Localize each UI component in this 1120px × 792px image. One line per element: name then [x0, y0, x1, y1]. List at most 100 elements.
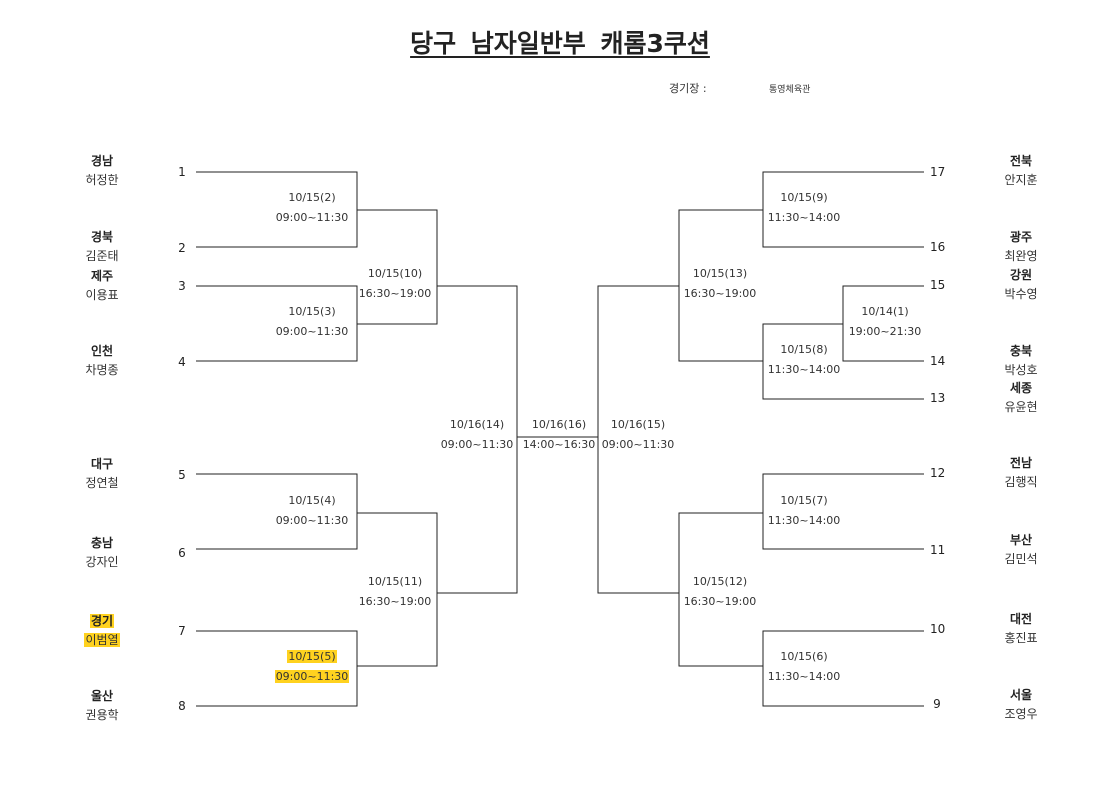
- match-label: 10/15(8) 11:30~14:00: [764, 340, 844, 380]
- team-entry: 경북 김준태: [80, 228, 124, 266]
- match-date: 10/15(4): [288, 494, 336, 507]
- team-entry: 충북 박성호: [999, 342, 1043, 380]
- team-entry: 경남 허정한: [80, 152, 124, 190]
- team-entry: 대전 홍진표: [999, 610, 1043, 648]
- team-player: 정연철: [85, 476, 119, 490]
- team-entry: 울산 권용학: [80, 687, 124, 725]
- team-player: 박성호: [1004, 363, 1038, 377]
- match-time: 11:30~14:00: [767, 363, 841, 376]
- match-date: 10/15(9): [780, 191, 828, 204]
- match-label: 10/15(3) 09:00~11:30: [272, 302, 352, 342]
- bracket-line: [762, 171, 924, 248]
- bracket-line: [678, 209, 763, 362]
- team-player: 이용표: [85, 288, 119, 302]
- match-time: 11:30~14:00: [767, 211, 841, 224]
- seed-number: 6: [178, 546, 186, 560]
- team-region: 강원: [1009, 268, 1033, 282]
- match-time: 16:30~19:00: [358, 595, 432, 608]
- team-player: 박수영: [1004, 287, 1038, 301]
- match-time: 09:00~11:30: [275, 514, 349, 527]
- match-label-final: 10/16(16) 14:00~16:30: [519, 415, 599, 455]
- match-date: 10/16(16): [531, 418, 587, 431]
- seed-number: 9: [933, 697, 941, 711]
- match-label: 10/15(12) 16:30~19:00: [680, 572, 760, 612]
- team-player: 안지훈: [1004, 173, 1038, 187]
- match-time: 11:30~14:00: [767, 514, 841, 527]
- match-time: 09:00~11:30: [275, 325, 349, 338]
- match-label: 10/15(7) 11:30~14:00: [764, 491, 844, 531]
- team-entry: 대구 정연철: [80, 455, 124, 493]
- seed-number: 10: [930, 622, 946, 636]
- match-date: 10/15(12): [692, 575, 748, 588]
- team-region: 인천: [90, 344, 114, 358]
- team-player: 최완영: [1004, 249, 1038, 263]
- bracket-line: [762, 473, 924, 550]
- team-region: 서울: [1009, 688, 1033, 702]
- team-region: 제주: [90, 269, 114, 283]
- team-region: 경남: [90, 154, 114, 168]
- team-entry: 부산 김민석: [999, 531, 1043, 569]
- match-date: 10/15(6): [780, 650, 828, 663]
- team-player: 김준태: [85, 249, 119, 263]
- bracket-line: [357, 209, 438, 325]
- team-entry: 전북 안지훈: [999, 152, 1043, 190]
- team-player: 이범열: [84, 633, 120, 647]
- venue-name: 통영체육관: [769, 85, 811, 95]
- seed-number: 4: [178, 355, 186, 369]
- seed-number: 1: [178, 165, 186, 179]
- bracket-line: [842, 285, 924, 362]
- seed-number: 12: [930, 466, 946, 480]
- match-date: 10/15(8): [780, 343, 828, 356]
- venue-info: 경기장 :통영체육관: [669, 80, 810, 96]
- bracket-line: [437, 285, 518, 594]
- match-date: 10/16(14): [449, 418, 505, 431]
- match-date: 10/15(5): [287, 650, 337, 663]
- match-label: 10/16(15) 09:00~11:30: [598, 415, 678, 455]
- team-entry: 세종 유윤현: [999, 379, 1043, 417]
- team-player: 김행직: [1004, 475, 1038, 489]
- seed-number: 14: [930, 354, 946, 368]
- team-region: 세종: [1009, 381, 1033, 395]
- team-entry-highlighted: 경기 이범열: [80, 612, 124, 650]
- team-region: 경기: [89, 614, 115, 628]
- bracket-line: [762, 630, 924, 707]
- seed-number: 13: [930, 391, 946, 405]
- match-label-highlighted: 10/15(5) 09:00~11:30: [272, 647, 352, 687]
- team-entry: 광주 최완영: [999, 228, 1043, 266]
- team-region: 광주: [1009, 230, 1033, 244]
- match-label: 10/15(10) 16:30~19:00: [355, 264, 435, 304]
- team-entry: 서울 조영우: [999, 686, 1043, 724]
- team-player: 조영우: [1004, 707, 1038, 721]
- match-date: 10/16(15): [610, 418, 666, 431]
- seed-number: 7: [178, 624, 186, 638]
- match-label: 10/16(14) 09:00~11:30: [437, 415, 517, 455]
- match-time: 11:30~14:00: [767, 670, 841, 683]
- match-label: 10/15(11) 16:30~19:00: [355, 572, 435, 612]
- seed-number: 8: [178, 699, 186, 713]
- match-time: 09:00~11:30: [601, 438, 675, 451]
- match-time: 16:30~19:00: [683, 287, 757, 300]
- team-region: 충남: [90, 536, 114, 550]
- match-date: 10/15(2): [288, 191, 336, 204]
- team-entry: 인천 차명종: [80, 342, 124, 380]
- match-date: 10/14(1): [861, 305, 909, 318]
- team-region: 경북: [90, 230, 114, 244]
- page-title: 당구 남자일반부 캐롬3쿠션: [410, 29, 710, 58]
- team-entry: 충남 강자인: [80, 534, 124, 572]
- team-region: 전북: [1009, 154, 1033, 168]
- match-time: 14:00~16:30: [522, 438, 596, 451]
- match-time: 09:00~11:30: [440, 438, 514, 451]
- match-date: 10/15(10): [367, 267, 423, 280]
- seed-number: 2: [178, 241, 186, 255]
- seed-number: 11: [930, 543, 946, 557]
- match-time: 09:00~11:30: [274, 670, 350, 683]
- team-player: 홍진표: [1004, 631, 1038, 645]
- team-entry: 전남 김행직: [999, 454, 1043, 492]
- team-player: 김민석: [1004, 552, 1038, 566]
- match-time: 09:00~11:30: [275, 211, 349, 224]
- match-time: 16:30~19:00: [683, 595, 757, 608]
- seed-number: 16: [930, 240, 946, 254]
- bracket-line: [597, 285, 679, 594]
